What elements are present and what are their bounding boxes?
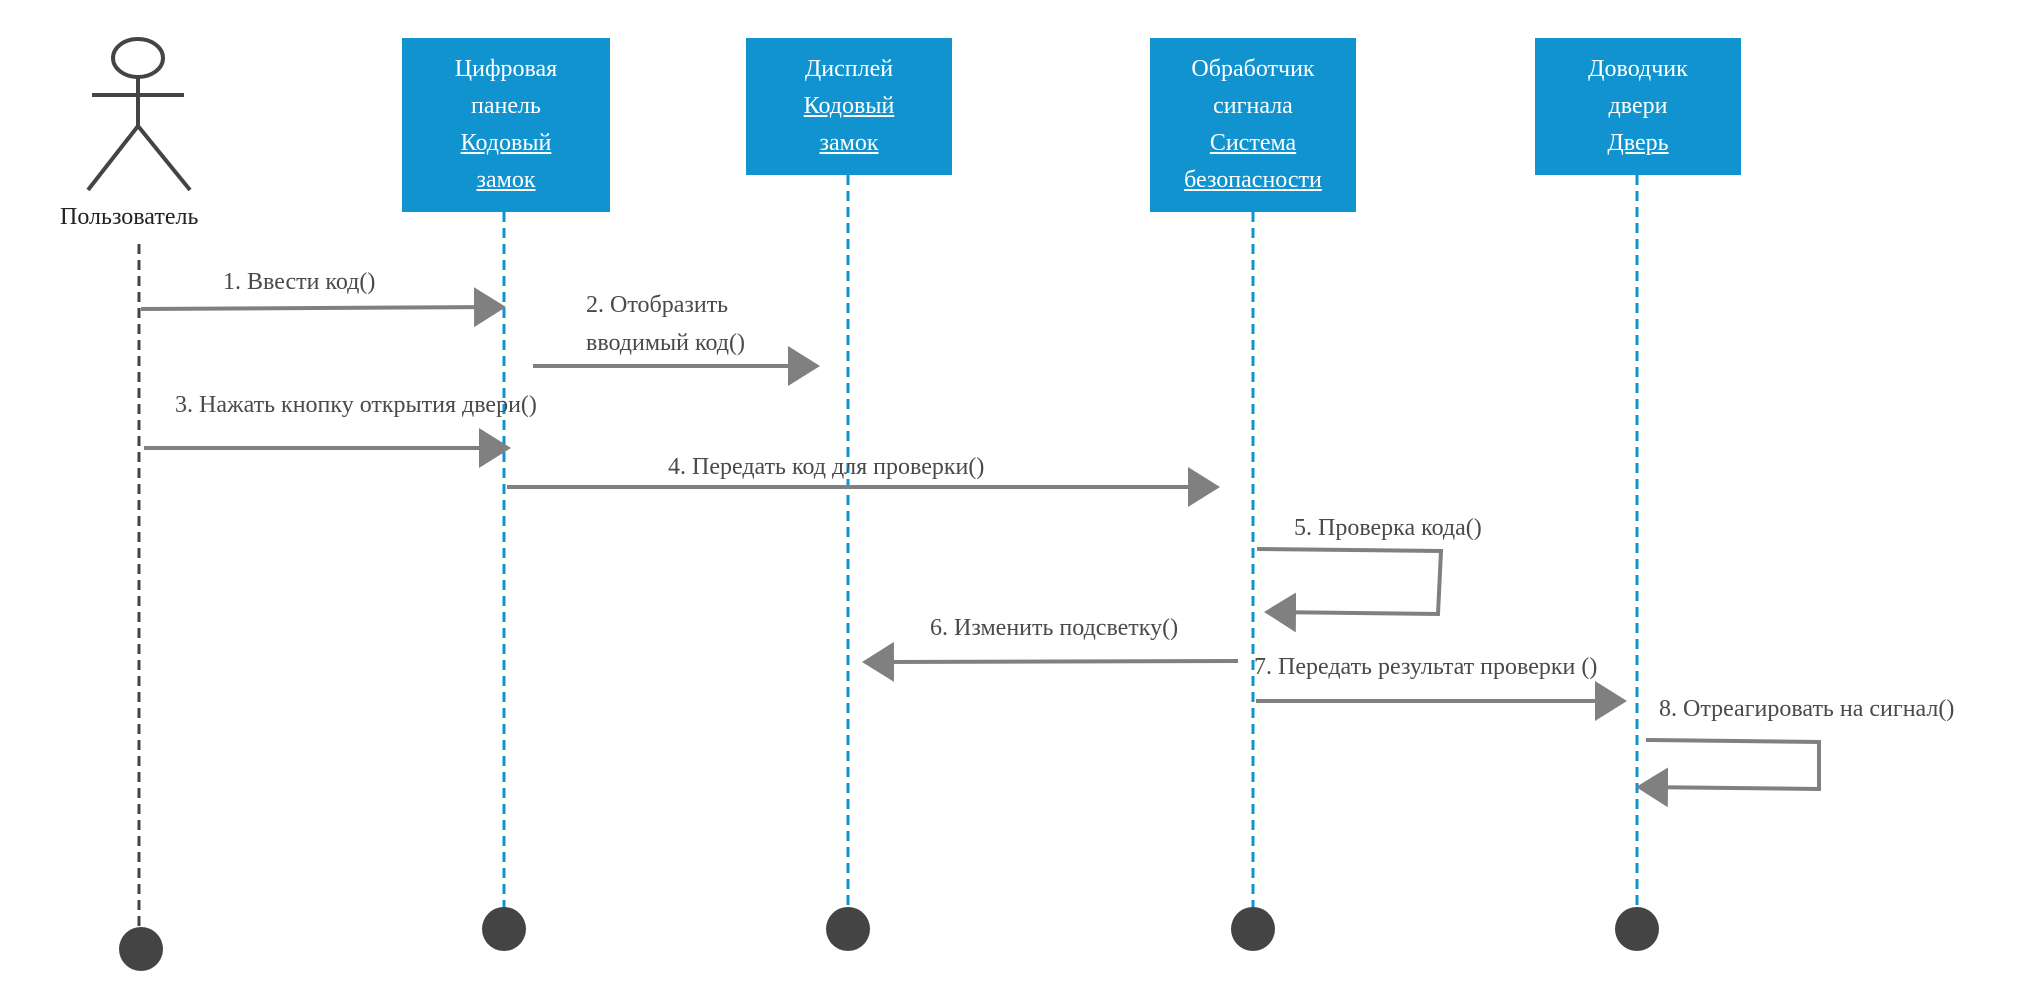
message-7-label: 7. Передать результат проверки () — [1254, 654, 1598, 680]
message-8-label: 8. Отреагировать на сигнал() — [1659, 696, 1955, 722]
participant-digital-panel: Цифровая панель Кодовый замок — [402, 38, 610, 212]
participant-instance-line: Кодовый — [803, 93, 895, 119]
message-6-label: 6. Изменить подсветку() — [930, 615, 1179, 641]
participant-name-line: Дисплей — [804, 56, 894, 82]
participant-instance-line: Кодовый — [460, 130, 552, 156]
message-1-label: 1. Ввести код() — [223, 269, 376, 295]
digital-panel-terminator — [482, 907, 526, 951]
participant-name-line: панель — [471, 93, 541, 119]
message-2-label-line: вводимый код() — [586, 330, 745, 356]
display-terminator — [826, 907, 870, 951]
message-8-arrow — [1636, 738, 1821, 808]
signal-handler-terminator — [1231, 907, 1275, 951]
message-3-label: 3. Нажать кнопку открытия двери() — [175, 392, 537, 418]
participant-name-line: сигнала — [1213, 93, 1293, 119]
message-5-label: 5. Проверка кода() — [1294, 515, 1482, 541]
message-5-arrow — [1256, 547, 1444, 633]
participant-instance-line: замок — [476, 167, 536, 193]
participant-instance-line: безопасности — [1184, 167, 1322, 193]
participant-instance-line: Дверь — [1607, 130, 1669, 156]
message-2-label-line: 2. Отобразить — [586, 292, 729, 318]
participant-instance-line: замок — [819, 130, 879, 156]
message-4-label: 4. Передать код для проверки() — [668, 454, 985, 480]
participant-name-line: Цифровая — [454, 56, 558, 82]
actor-label: Пользователь — [60, 204, 199, 230]
message-6-arrow — [862, 641, 1239, 682]
participant-display: Дисплей Кодовый замок — [746, 38, 952, 175]
participant-signal-handler: Обработчик сигнала Система безопасности — [1150, 38, 1356, 212]
participant-door-closer: Доводчик двери Дверь — [1535, 38, 1741, 175]
participant-name-line: Доводчик — [1588, 56, 1688, 82]
actor-terminator — [119, 927, 163, 971]
participant-name-line: двери — [1608, 93, 1668, 119]
stick-figure-icon — [86, 37, 192, 192]
door-closer-terminator — [1615, 907, 1659, 951]
participant-instance-line: Система — [1209, 130, 1297, 156]
message-1-arrow — [140, 287, 506, 328]
participant-name-line: Обработчик — [1191, 56, 1315, 82]
message-2-label: 2. Отобразить вводимый код() — [586, 286, 745, 362]
